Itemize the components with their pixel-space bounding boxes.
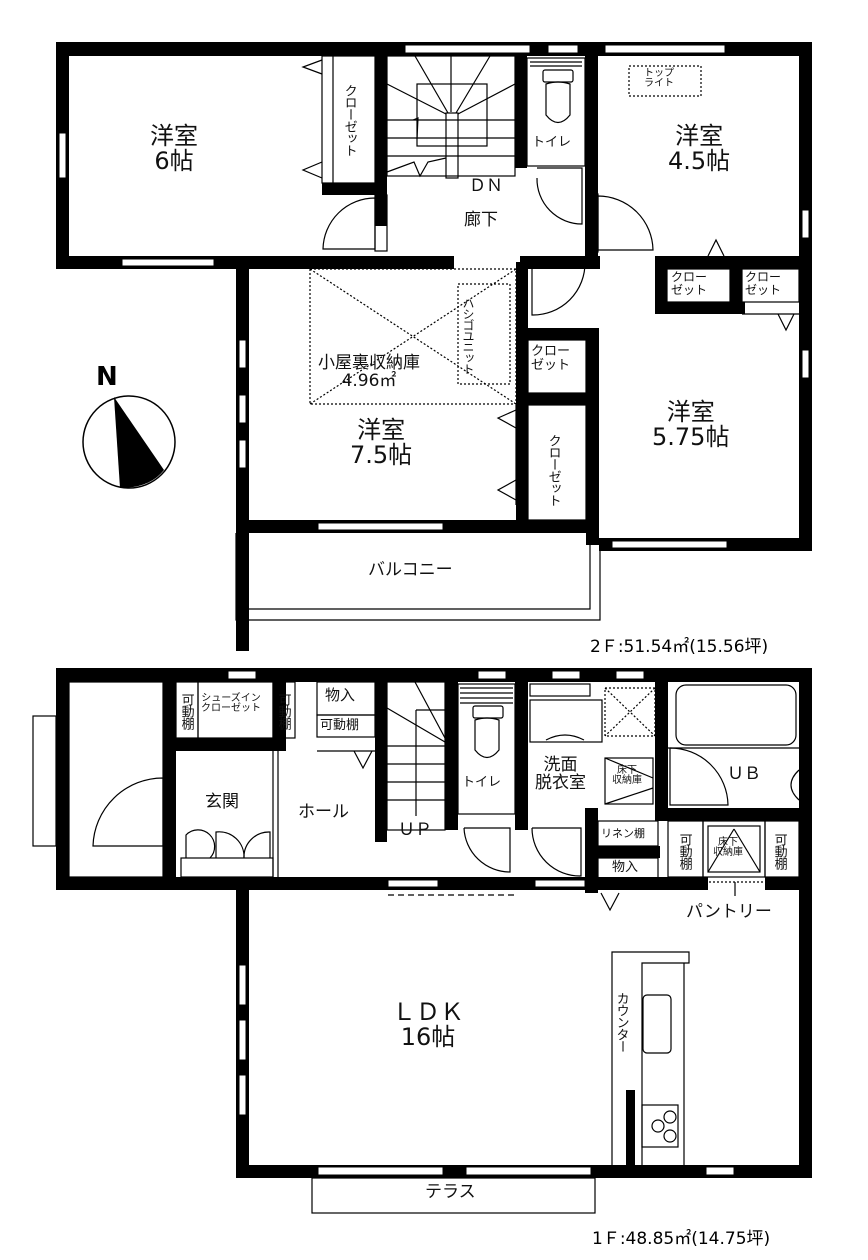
- unit-bath-label: ＵＢ: [727, 764, 761, 784]
- pantry-label: パントリー: [686, 902, 772, 922]
- counter-label: カウンター: [613, 992, 629, 1052]
- room-size: 7.5帖: [350, 441, 413, 470]
- room-size: 4.96㎡: [341, 370, 397, 391]
- hall-label: ホール: [298, 802, 349, 822]
- ladder-unit-label: ハシゴユニット: [461, 296, 475, 374]
- room-name: 洋室: [357, 416, 406, 444]
- linen-shelf-label: リネン棚: [601, 827, 645, 840]
- closet-c-label: クロー ゼット: [531, 344, 571, 373]
- floor2-area: 2Ｆ:51.54㎡(15.56坪): [590, 637, 769, 657]
- underfloor-storage-1: 床下 収納庫: [612, 765, 642, 786]
- underfloor-storage-2: 床下 収納庫: [713, 837, 743, 858]
- toilet-1f-label: トイレ: [462, 775, 502, 790]
- toilet-2f-label: トイレ: [532, 135, 572, 150]
- room-western45: 洋室 4.5帖: [668, 122, 731, 176]
- stairs-down-label: ＤＮ: [469, 176, 503, 196]
- closet-b-label: クロー ゼット: [745, 270, 782, 297]
- toplight-label: トップ ライト: [644, 68, 674, 89]
- room-name: 小屋裏収納庫: [318, 353, 420, 373]
- room-name: 洋室: [666, 398, 715, 426]
- hallway-label: 廊下: [464, 210, 498, 230]
- storage1-label: 物入: [325, 686, 356, 704]
- floor1-area: 1Ｆ:48.85㎡(14.75坪): [592, 1229, 771, 1249]
- room-ldk: ＬＤＫ 16帖: [392, 998, 464, 1052]
- movable-shelf-3: 可動棚: [320, 718, 360, 733]
- closet-western6: クローゼット: [341, 84, 357, 156]
- attic-storage: 小屋裏収納庫 4.96㎡: [318, 353, 420, 391]
- compass-icon: [82, 395, 176, 489]
- closet-a-label: クロー ゼット: [671, 270, 708, 297]
- movable-shelf-5: 可動棚: [771, 833, 787, 869]
- entrance-label: 玄関: [205, 792, 239, 812]
- balcony-label: バルコニー: [368, 560, 453, 580]
- room-name: ＬＤＫ: [392, 998, 464, 1026]
- movable-shelf-2: 可動棚: [275, 693, 291, 729]
- terrace-label: テラス: [425, 1182, 476, 1202]
- floor2-windows: [58, 44, 810, 549]
- floor1-lines: [32, 681, 800, 1214]
- stairs-up-label: ＵＰ: [398, 820, 432, 840]
- movable-shelf-4: 可動棚: [676, 833, 692, 869]
- floor1-windows: [227, 670, 735, 1176]
- storage2-label: 物入: [612, 860, 639, 875]
- washroom-label: 洗面 脱衣室: [535, 755, 586, 793]
- room-size: 6帖: [154, 147, 194, 176]
- room-western75: 洋室 7.5帖: [350, 416, 413, 470]
- shoe-closet-label: シューズイン クローゼット: [201, 693, 261, 714]
- room-size: 5.75帖: [652, 423, 730, 452]
- floor2-lines: [235, 55, 800, 621]
- room-name: 洋室: [150, 122, 198, 150]
- room-name: 洋室: [675, 122, 724, 150]
- compass-north-label: N: [96, 362, 118, 392]
- movable-shelf-1: 可動棚: [178, 693, 194, 729]
- floor2-walls: [56, 42, 812, 651]
- room-western575: 洋室 5.75帖: [652, 398, 730, 452]
- room-size: 4.5帖: [668, 147, 731, 176]
- room-size: 16帖: [400, 1023, 456, 1052]
- room-western6: 洋室 6帖: [150, 122, 198, 176]
- closet-western75: クローゼット: [545, 434, 561, 506]
